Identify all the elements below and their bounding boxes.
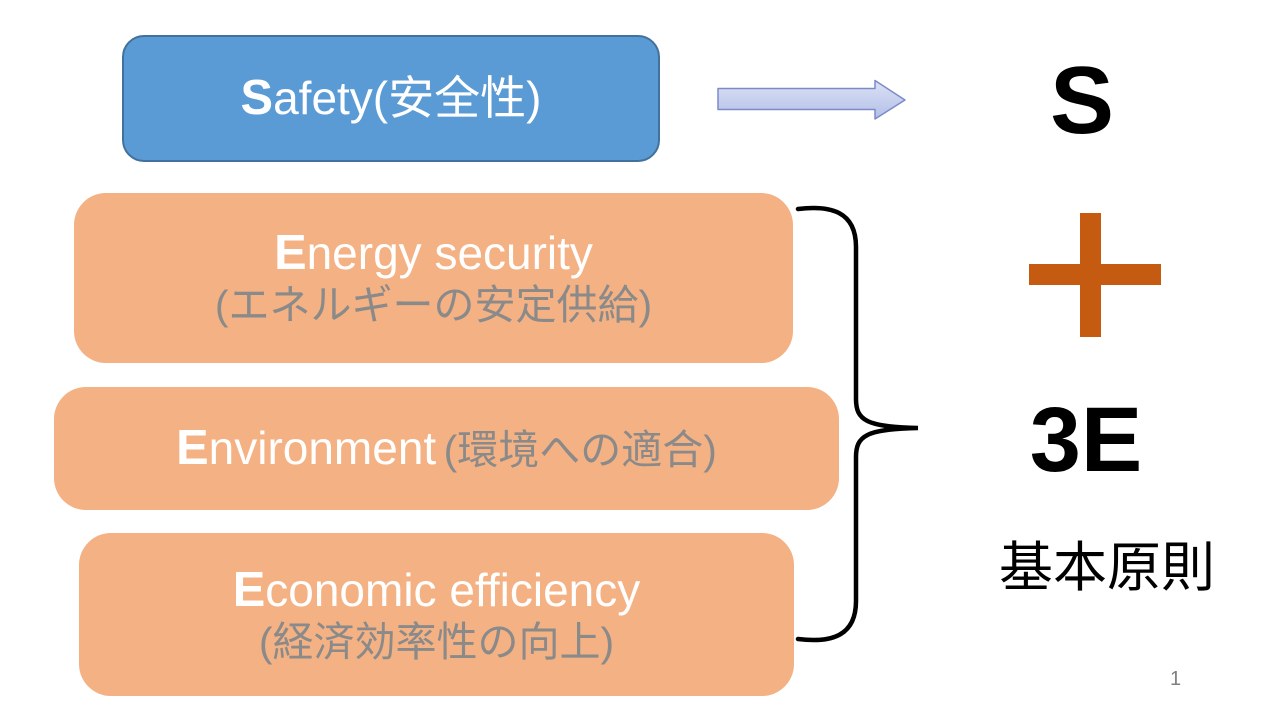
summary-s-label: S — [1049, 47, 1115, 154]
energy-label-en: Energy security — [274, 225, 593, 281]
economic-label-en: Economic efficiency — [233, 562, 641, 618]
environment-label: Environment(環境への適合) — [176, 420, 717, 476]
safety-label: Safety(安全性) — [241, 70, 542, 126]
right-curly-brace-icon — [795, 205, 919, 643]
safety-rest: afety(安全性) — [273, 72, 542, 125]
economic-label-jp: (経済効率性の向上) — [258, 618, 615, 665]
energy-security-box: Energy security (エネルギーの安定供給) — [74, 193, 793, 363]
basic-principle-label: 基本原則 — [999, 538, 1215, 598]
page-number: 1 — [1170, 668, 1182, 690]
environment-rest: nvironment — [208, 422, 437, 475]
economic-rest: conomic efficiency — [265, 563, 641, 616]
safety-box: Safety(安全性) — [122, 35, 660, 162]
environment-initial: E — [176, 421, 209, 476]
energy-initial: E — [274, 226, 307, 281]
economic-initial: E — [232, 562, 266, 617]
right-arrow-icon — [717, 79, 906, 120]
plus-icon — [1029, 213, 1161, 337]
economic-efficiency-box: Economic efficiency (経済効率性の向上) — [79, 533, 794, 696]
environment-box: Environment(環境への適合) — [54, 387, 839, 510]
summary-3e-label: 3E — [1029, 389, 1143, 491]
energy-label-jp: (エネルギーの安定供給) — [214, 282, 653, 329]
energy-rest: nergy security — [306, 227, 593, 280]
safety-initial: S — [240, 71, 274, 126]
environment-label-jp: (環境への適合) — [443, 427, 717, 474]
